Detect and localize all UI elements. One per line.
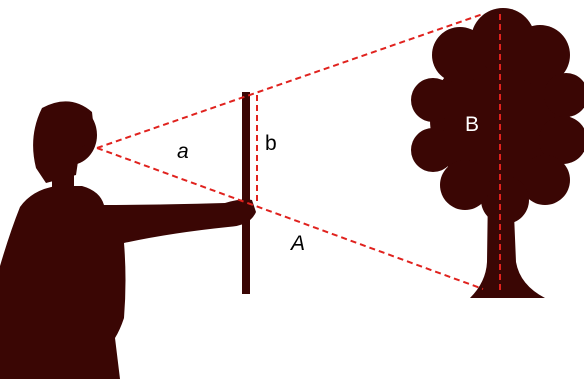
person-silhouette: [0, 101, 256, 379]
label-B: B: [465, 113, 479, 136]
tree: [411, 8, 584, 298]
measuring-stick: [242, 92, 250, 294]
label-A: A: [289, 232, 305, 255]
label-a: a: [177, 140, 189, 163]
tree-trunk: [470, 190, 545, 298]
label-b: b: [265, 132, 277, 155]
